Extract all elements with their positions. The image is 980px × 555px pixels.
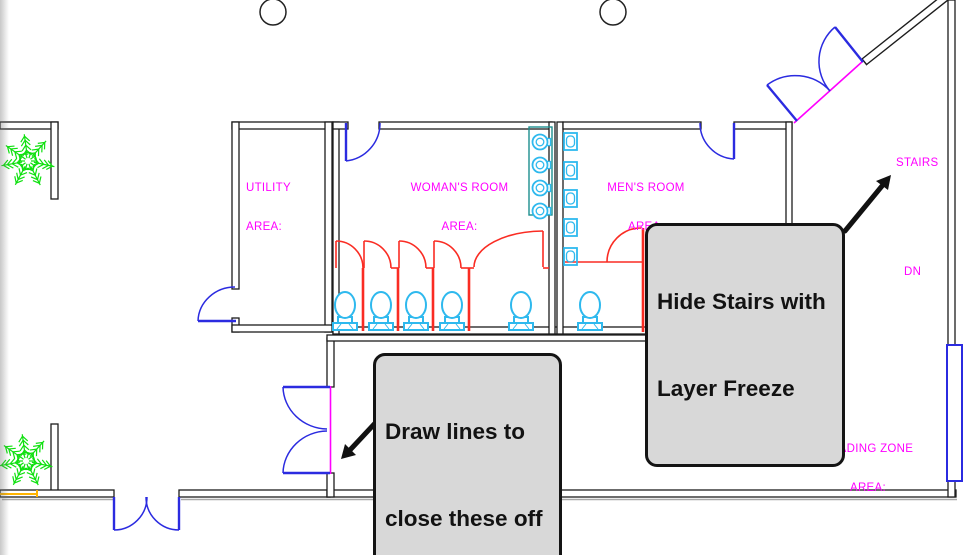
plant-symbol[interactable] <box>0 434 53 486</box>
callout-draw-lines: Draw lines to close these off <box>373 353 562 555</box>
doors[interactable] <box>112 26 963 531</box>
plant-symbol[interactable] <box>1 134 55 186</box>
walls[interactable] <box>0 0 957 498</box>
down-label[interactable]: DN <box>904 266 922 278</box>
stairs-label[interactable]: STAIRS <box>896 157 939 169</box>
urinal-fixtures[interactable] <box>563 132 578 266</box>
loading-dock-door[interactable] <box>946 344 963 482</box>
womans-room-label[interactable]: WOMAN'S ROOM AREA: <box>410 182 509 233</box>
annotation-arrow-to-stairs <box>842 175 891 234</box>
window-edge-shadow <box>0 0 9 555</box>
mens-room-label[interactable]: MEN'S ROOM AREA: <box>607 182 685 233</box>
highlight-line[interactable] <box>0 490 38 497</box>
utility-area-label[interactable]: UTILITY AREA: <box>246 182 291 233</box>
open-gap-lines[interactable] <box>329 60 864 474</box>
column-grid-bubbles[interactable] <box>259 0 627 26</box>
callout-hide-stairs: Hide Stairs with Layer Freeze <box>645 223 845 467</box>
